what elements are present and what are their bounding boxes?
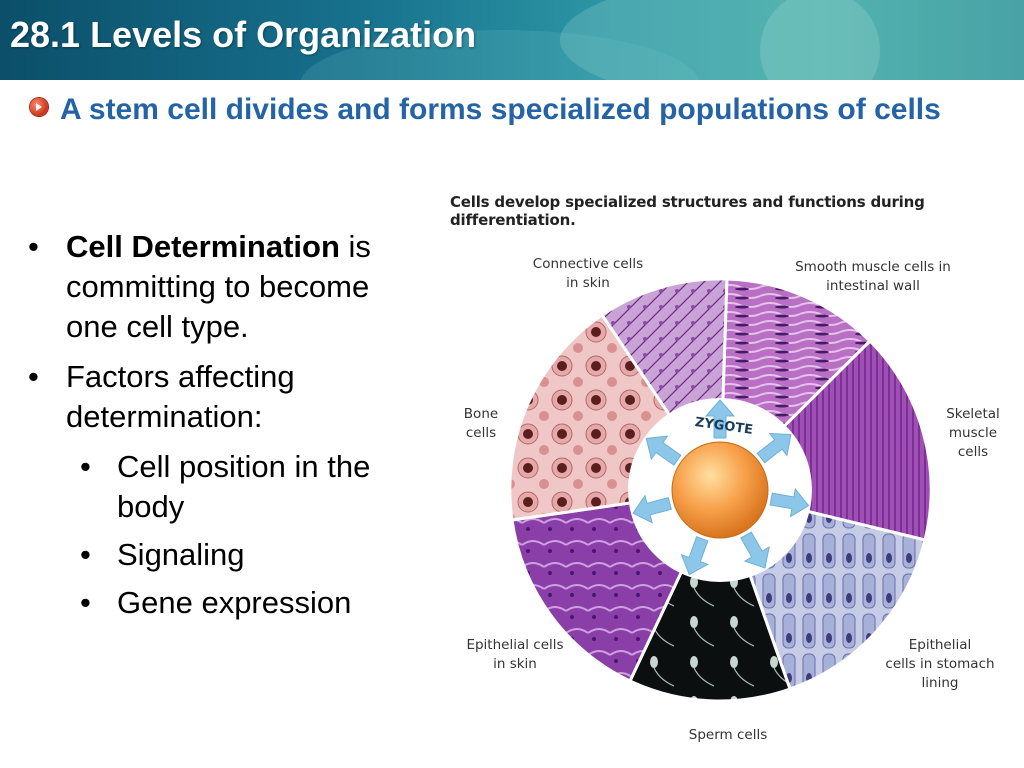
label-line: cells in stomach: [885, 656, 995, 672]
sub-bullet-item: • Signaling: [28, 535, 428, 575]
differentiation-wheel: ZYGOTE: [508, 277, 933, 703]
label-line: in skin: [493, 656, 537, 672]
label-line: lining: [921, 675, 959, 691]
label-sperm-cells: Sperm cells: [668, 726, 788, 745]
sub-bullet-text: Gene expression: [117, 585, 352, 620]
subheading: A stem cell divides and forms specialize…: [60, 93, 941, 126]
label-line: Smooth muscle cells in: [795, 259, 951, 275]
label-line: in skin: [566, 275, 610, 291]
label-bone-cells: Bone cells: [453, 405, 509, 443]
slide-title: 28.1 Levels of Organization: [10, 14, 477, 55]
label-line: Epithelial: [908, 637, 972, 653]
bullet-item: • Cell Determination is committing to be…: [28, 227, 428, 347]
title-bar: 28.1 Levels of Organization: [0, 0, 1024, 80]
figure-title: Cells develop specialized structures and…: [450, 193, 925, 229]
bullet-bold-term: Cell Determination: [66, 229, 340, 264]
bullet-list: • Cell Determination is committing to be…: [28, 227, 428, 631]
bullet-dot: •: [28, 229, 39, 264]
bullet-text: is committing to become one cell type.: [66, 229, 371, 344]
label-line: cells: [957, 444, 989, 460]
sub-bullet-item: • Cell position in the body: [28, 447, 428, 527]
label-connective-cells: Connective cells in skin: [518, 255, 658, 293]
label-line: muscle: [948, 425, 998, 441]
play-bullet-icon: [30, 98, 48, 116]
label-skeletal-muscle-cells: Skeletal muscle cells: [938, 405, 1008, 462]
sub-bullet-text: Signaling: [117, 537, 245, 572]
label-smooth-muscle-cells: Smooth muscle cells in intestinal wall: [788, 258, 958, 296]
bullet-text: Factors affecting determination:: [66, 359, 295, 434]
label-line: Connective cells: [532, 256, 644, 272]
bullet-dot: •: [28, 359, 39, 394]
label-line: Bone: [463, 406, 499, 422]
bullet-dot: •: [80, 585, 91, 620]
zygote-cell: [671, 441, 769, 539]
label-line: Sperm cells: [688, 727, 768, 743]
sector-sperm: [628, 486, 792, 703]
bullet-item: • Factors affecting determination:: [28, 357, 428, 437]
sub-bullet-text: Cell position in the body: [117, 449, 371, 524]
label-line: Skeletal: [946, 406, 1000, 422]
differentiation-arrows: [632, 399, 810, 576]
label-line: intestinal wall: [826, 278, 920, 294]
label-epithelial-skin-cells: Epithelial cells in skin: [455, 636, 575, 674]
label-epithelial-stomach-cells: Epithelial cells in stomach lining: [878, 636, 1002, 693]
sub-bullet-item: • Gene expression: [28, 583, 428, 623]
label-line: cells: [465, 425, 497, 441]
bullet-dot: •: [80, 537, 91, 572]
bullet-dot: •: [80, 449, 91, 484]
label-line: Epithelial cells: [466, 637, 564, 653]
title-bar-decoration: [560, 0, 1024, 80]
title-bar-decoration: [760, 0, 880, 80]
sub-bullet-list: • Cell position in the body • Signaling …: [28, 447, 428, 623]
